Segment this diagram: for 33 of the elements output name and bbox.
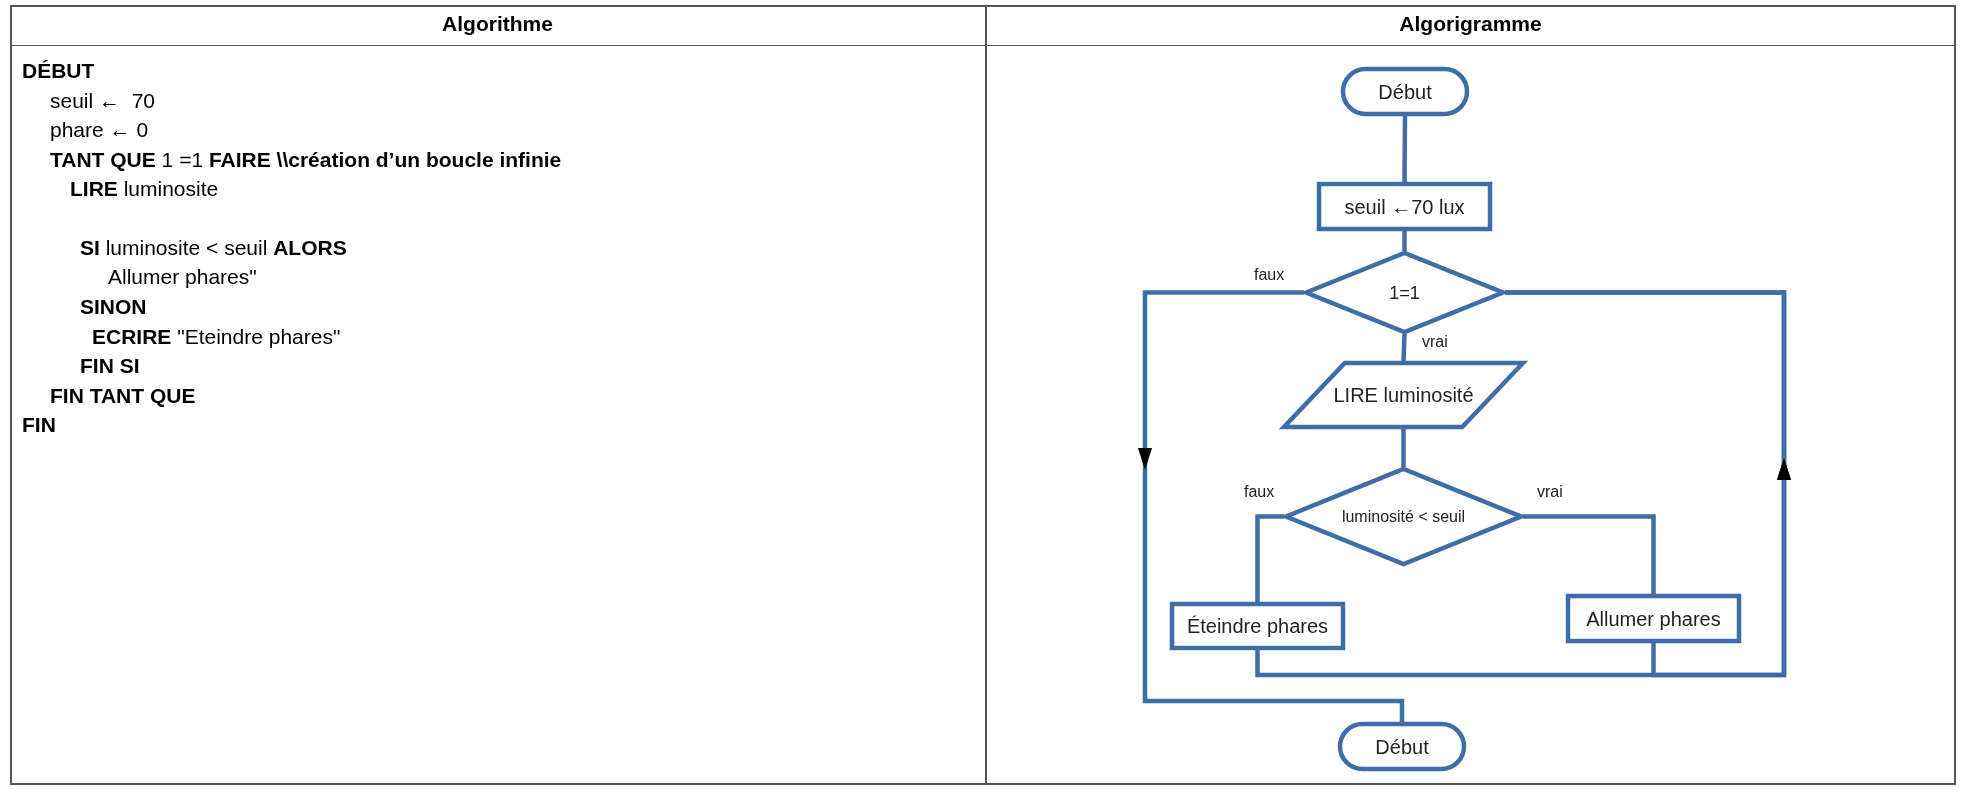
column-header: Algorithme	[441, 12, 554, 36]
code-line: LIRE luminosite	[70, 177, 219, 201]
node-label: Allumer phares	[1585, 607, 1722, 630]
node-label: seuil ←70 lux	[1343, 195, 1466, 218]
node-label: Éteindre phares	[1185, 614, 1330, 638]
connector-line	[1402, 116, 1408, 182]
process-box	[1566, 594, 1741, 643]
node-label: LIRE luminosité	[1332, 383, 1475, 407]
code-line: SI luminosite < seuil ALORS	[80, 236, 347, 260]
code-line: Allumer phares"	[108, 265, 257, 289]
node-label: Début	[1377, 80, 1433, 103]
code-line: FIN SI	[80, 354, 140, 378]
node-label: 1=1	[1388, 282, 1421, 303]
code-line: ECRIRE "Eteindre phares"	[92, 325, 341, 349]
process-box	[1170, 602, 1345, 650]
code-line: SINON	[80, 295, 147, 319]
arrow	[1505, 290, 1791, 678]
connector-line	[1401, 429, 1406, 467]
connector-line	[1401, 333, 1407, 362]
code-line: phare ← 0	[50, 118, 149, 142]
code-line: seuil ← 70	[50, 89, 156, 113]
process-box	[1317, 182, 1492, 231]
arrow	[1138, 290, 1405, 722]
connector-line	[1402, 231, 1407, 251]
code-line: FIN TANT QUE	[50, 384, 196, 408]
code-line: DÉBUT	[22, 59, 95, 83]
node-label: Début	[1374, 735, 1430, 758]
connector-line	[1523, 514, 1656, 594]
code-line: FIN	[22, 413, 56, 437]
column-header: Algorigramme	[1398, 12, 1543, 36]
code-line: TANT QUE 1 =1 FAIRE \\création d’un boucle infinie	[50, 148, 562, 172]
node-label: luminosité < seuil	[1340, 507, 1467, 526]
connector-line	[1255, 514, 1284, 602]
